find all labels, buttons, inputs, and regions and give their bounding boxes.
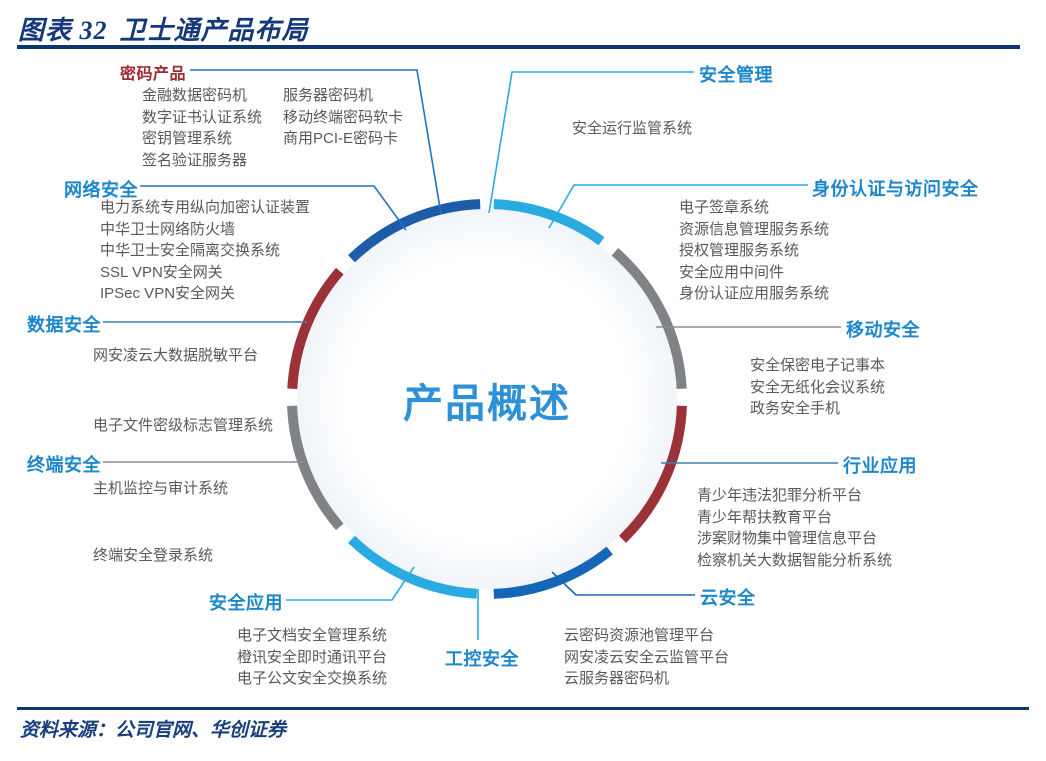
item-list-crypto-col1: 金融数据密码机数字证书认证系统密钥管理系统签名验证服务器 [142,85,262,171]
title-underline [17,45,1020,49]
category-label-crypto-products: 密码产品 [120,66,187,83]
figure-name: 卫士通产品布局 [119,16,309,45]
product-item: 政务安全手机 [750,400,841,417]
item-list-crypto-col2: 服务器密码机移动终端密码软卡商用PCI-E密码卡 [283,85,403,150]
product-item: 主机监控与审计系统 [93,480,229,497]
category-label-mobile-security: 移动安全 [846,320,920,340]
product-item: 安全无纸化会议系统 [750,378,886,396]
ring-arc-top-right [493,199,605,246]
product-item: 网安凌云大数据脱敏平台 [93,347,259,364]
center-label: 产品概述 [403,382,571,426]
item-list-data-1: 网安凌云大数据脱敏平台 [93,345,258,367]
connector-network-security [140,185,407,231]
product-item: 青少年违法犯罪分析平台 [697,487,863,504]
product-item: 商用PCI-E密码卡 [283,130,399,147]
product-item: 电子公文安全交换系统 [237,670,388,687]
product-item: 电力系统专用纵向加密认证装置 [100,199,311,216]
connector-security-apps [286,566,415,601]
ring-arc-left-upper [287,267,344,390]
product-item: 终端安全登录系统 [93,547,214,564]
connector-security-mgmt [488,71,694,214]
ring-halo [297,209,677,589]
ring-arc-top-left [348,199,481,263]
product-item: 签名验证服务器 [142,151,248,169]
figure-title: 图表 32 卫士通产品布局 [18,10,309,47]
product-item: SSL VPN安全网关 [100,263,223,281]
product-item: 安全保密电子记事本 [750,357,886,374]
category-label-data-security: 数据安全 [27,315,101,335]
product-item: 橙讯安全即时通讯平台 [237,648,388,666]
product-item: 金融数据密码机 [142,87,248,104]
item-list-mobile-security: 安全保密电子记事本安全无纸化会议系统政务安全手机 [750,355,885,420]
product-item: 服务器密码机 [283,87,374,104]
category-label-network-security: 网络安全 [64,180,138,200]
category-label-security-mgmt: 安全管理 [699,65,773,85]
ring-arc-left-lower [287,405,344,531]
product-item: 安全运行监管系统 [572,120,693,137]
category-label-industry-apps: 行业应用 [843,456,917,476]
category-label-cloud-security: 云安全 [700,588,756,608]
product-item: 检察机关大数据智能分析系统 [697,551,893,569]
item-list-industry-apps: 青少年违法犯罪分析平台青少年帮扶教育平台涉案财物集中管理信息平台检察机关大数据智… [697,485,892,571]
product-item: 授权管理服务系统 [679,242,800,259]
product-item: 涉案财物集中管理信息平台 [697,530,878,547]
connector-cloud-security [551,571,695,596]
ring-arc-bottom-right [493,546,613,599]
ring-arc-right-lower [619,405,687,543]
ring-arc-right-upper [611,248,687,390]
item-list-endpoint-1: 主机监控与审计系统 [93,478,228,500]
item-list-cloud-security: 云密码资源池管理平台网安凌云安全云监管平台云服务器密码机 [564,625,729,690]
category-label-identity-access: 身份认证与访问安全 [812,179,979,199]
product-item: IPSec VPN安全网关 [100,285,236,302]
product-item: 移动终端密码软卡 [283,108,404,126]
product-item: 安全应用中间件 [679,263,785,281]
product-item: 中华卫士网络防火墙 [100,220,236,238]
connector-identity-access [548,184,808,229]
product-item: 数字证书认证系统 [142,108,263,126]
product-item: 云服务器密码机 [564,670,670,687]
source-note: 资料来源：公司官网、华创证券 [20,720,287,741]
connector-crypto-products [190,69,442,215]
product-item: 中华卫士安全隔离交换系统 [100,242,281,259]
item-list-endpoint-2: 终端安全登录系统 [93,545,213,567]
product-item: 电子文档安全管理系统 [237,627,388,644]
item-list-security-apps: 电子文档安全管理系统橙讯安全即时通讯平台电子公文安全交换系统 [237,625,387,690]
source-divider [17,707,1029,710]
product-item: 身份认证应用服务系统 [679,285,830,302]
product-item: 云密码资源池管理平台 [564,627,715,644]
item-list-security-mgmt: 安全运行监管系统 [572,118,692,140]
item-list-data-2: 电子文件密级标志管理系统 [93,415,273,437]
category-label-security-apps: 安全应用 [209,593,283,613]
ring-arc-bottom-left [348,535,478,599]
product-item: 密钥管理系统 [142,130,233,147]
product-item: 资源信息管理服务系统 [679,220,830,238]
category-label-ics-security: 工控安全 [445,649,519,669]
product-item: 网安凌云安全云监管平台 [564,648,730,666]
product-item: 电子签章系统 [679,199,770,216]
item-list-identity-access: 电子签章系统资源信息管理服务系统授权管理服务系统安全应用中间件身份认证应用服务系… [679,197,829,305]
category-label-endpoint-security: 终端安全 [27,455,101,475]
product-item: 电子文件密级标志管理系统 [93,417,274,434]
figure-number: 图表 32 [18,16,108,45]
product-item: 青少年帮扶教育平台 [697,508,833,526]
item-list-network: 电力系统专用纵向加密认证装置中华卫士网络防火墙中华卫士安全隔离交换系统 SSL V… [100,197,310,305]
